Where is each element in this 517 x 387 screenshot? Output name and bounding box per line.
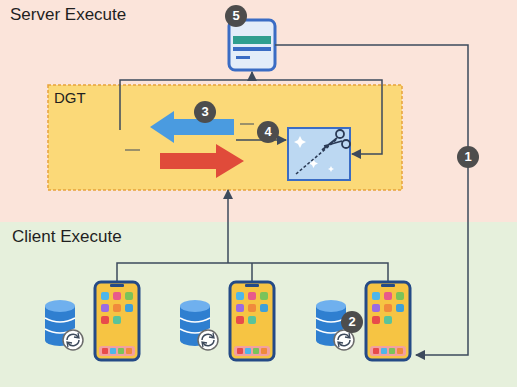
exchange-arrow bbox=[150, 111, 234, 143]
upload-arrow bbox=[227, 190, 229, 222]
callout-number: 2 bbox=[341, 311, 363, 333]
callout-number: 1 bbox=[457, 146, 479, 168]
node-title: Client Execute bbox=[12, 227, 505, 247]
callout-number: 3 bbox=[194, 101, 216, 123]
flow-wires bbox=[117, 45, 468, 355]
pruning-icon bbox=[288, 128, 350, 180]
callout-number: 5 bbox=[225, 5, 247, 27]
client-devices bbox=[45, 282, 410, 360]
node-title: Server Execute bbox=[10, 5, 507, 25]
server-device bbox=[229, 20, 275, 70]
node-title: DGT bbox=[54, 89, 396, 106]
dgt-fill bbox=[48, 85, 402, 190]
exchange-arrow bbox=[160, 144, 244, 178]
callout-number: 4 bbox=[257, 121, 279, 143]
